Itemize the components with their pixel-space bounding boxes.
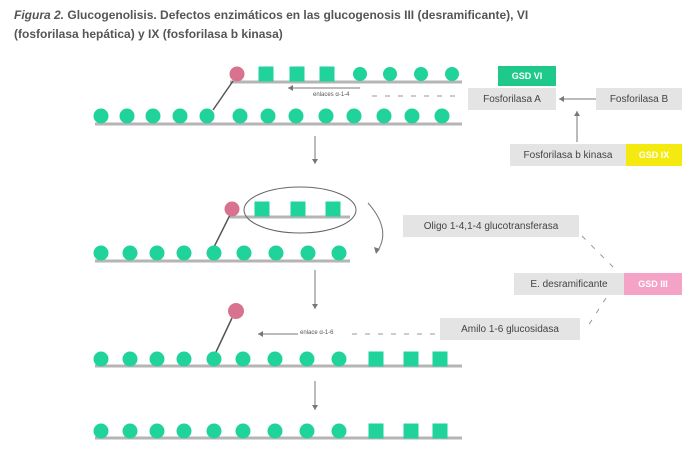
alpha-1-6-bond-label: enlace α-1-6 <box>300 330 334 336</box>
glucose-unit <box>268 245 284 261</box>
figure-title: Glucogenolisis. Defectos enzimáticos en … <box>14 8 529 41</box>
gsd-iii-badge: GSD III <box>624 273 682 295</box>
transfer-highlight-ellipse <box>243 186 357 234</box>
glucose-unit <box>383 67 397 81</box>
glucose-unit <box>145 108 161 124</box>
branch-bond <box>215 317 233 353</box>
phosphorylase-b-box: Fosforilasa B <box>596 88 682 110</box>
glucose-unit <box>267 351 283 367</box>
glucose-unit <box>331 423 347 439</box>
glucose-unit <box>232 108 248 124</box>
glucose-unit <box>172 108 188 124</box>
branch-point-glucose <box>228 303 244 319</box>
glucose-unit <box>260 108 276 124</box>
glucose-unit <box>206 245 222 261</box>
glucose-unit-square <box>325 201 341 217</box>
glucose-unit <box>119 108 135 124</box>
oligo-glucotransferase-box: Oligo 1-4,1-4 glucotransferasa <box>403 215 579 237</box>
glucose-unit <box>445 67 459 81</box>
transfer-curve-arrow-head <box>374 247 380 254</box>
glucose-unit <box>93 423 109 439</box>
branch-point-glucose <box>229 66 245 82</box>
glucose-unit-square <box>290 201 306 217</box>
glucose-unit-square <box>368 423 384 439</box>
phosphorylase-b-to-a-arrow-head <box>559 96 564 102</box>
glucose-unit <box>318 108 334 124</box>
alpha-1-4-arrow-head <box>288 85 293 91</box>
glucose-unit <box>93 108 109 124</box>
step-arrow-head <box>312 405 318 410</box>
glucose-unit <box>235 351 251 367</box>
glucose-unit <box>414 67 428 81</box>
glucose-unit <box>176 351 192 367</box>
glucose-unit <box>93 245 109 261</box>
kinase-activation-arrow-head <box>574 111 580 116</box>
glucose-unit <box>300 245 316 261</box>
gsd-vi-badge: GSD VI <box>498 66 556 86</box>
phosphorylase-b-kinase-box: Fosforilasa b kinasa <box>510 144 626 166</box>
branch-bond <box>212 80 234 111</box>
glucose-unit <box>288 108 304 124</box>
branch-bond <box>213 214 231 248</box>
glucose-unit <box>122 423 138 439</box>
glucose-unit <box>331 351 347 367</box>
step-arrow-head <box>312 159 318 164</box>
glucose-unit <box>236 245 252 261</box>
figure-label: Figura 2. <box>14 8 65 22</box>
glucose-unit-square <box>289 66 305 82</box>
glucose-unit <box>206 351 222 367</box>
amylo-glucosidase-box: Amilo 1-6 glucosidasa <box>440 318 580 340</box>
glucose-unit <box>299 423 315 439</box>
glucose-unit <box>404 108 420 124</box>
glucose-unit-square <box>432 423 448 439</box>
glucose-unit <box>267 423 283 439</box>
glucose-unit-square <box>403 351 419 367</box>
glucose-unit <box>149 423 165 439</box>
gsd-ix-badge: GSD IX <box>626 144 682 166</box>
glucose-unit <box>122 351 138 367</box>
step-arrow-head <box>312 304 318 309</box>
glucose-unit <box>149 351 165 367</box>
glucosidase-connector <box>587 297 607 327</box>
transferase-connector <box>581 235 615 269</box>
glucose-unit <box>376 108 392 124</box>
glucose-unit <box>299 351 315 367</box>
glucose-unit-square <box>258 66 274 82</box>
glucose-unit <box>176 423 192 439</box>
alpha-1-6-arrow-head <box>258 331 263 337</box>
branch-point-glucose <box>224 201 240 217</box>
glucose-unit-square <box>432 351 448 367</box>
glucose-unit-square <box>368 351 384 367</box>
debranching-enzyme-box: E. desramificante <box>514 273 624 295</box>
glucose-unit <box>331 245 347 261</box>
glucose-unit <box>434 108 450 124</box>
glucose-unit <box>353 67 367 81</box>
glucose-unit <box>346 108 362 124</box>
glucose-unit <box>199 108 215 124</box>
glucose-unit <box>93 351 109 367</box>
figure-caption: Figura 2. Glucogenolisis. Defectos enzim… <box>14 6 574 44</box>
glucose-unit-square <box>403 423 419 439</box>
transfer-curve-arrow <box>367 202 384 253</box>
phosphorylase-a-box: Fosforilasa A <box>468 88 556 110</box>
glucose-unit-square <box>319 66 335 82</box>
glucose-unit <box>149 245 165 261</box>
alpha-1-4-bonds-label: enlaces α-1-4 <box>313 92 350 98</box>
glucose-unit <box>176 245 192 261</box>
glucose-unit <box>206 423 222 439</box>
glucose-unit <box>122 245 138 261</box>
glucose-unit-square <box>254 201 270 217</box>
glucose-unit <box>235 423 251 439</box>
